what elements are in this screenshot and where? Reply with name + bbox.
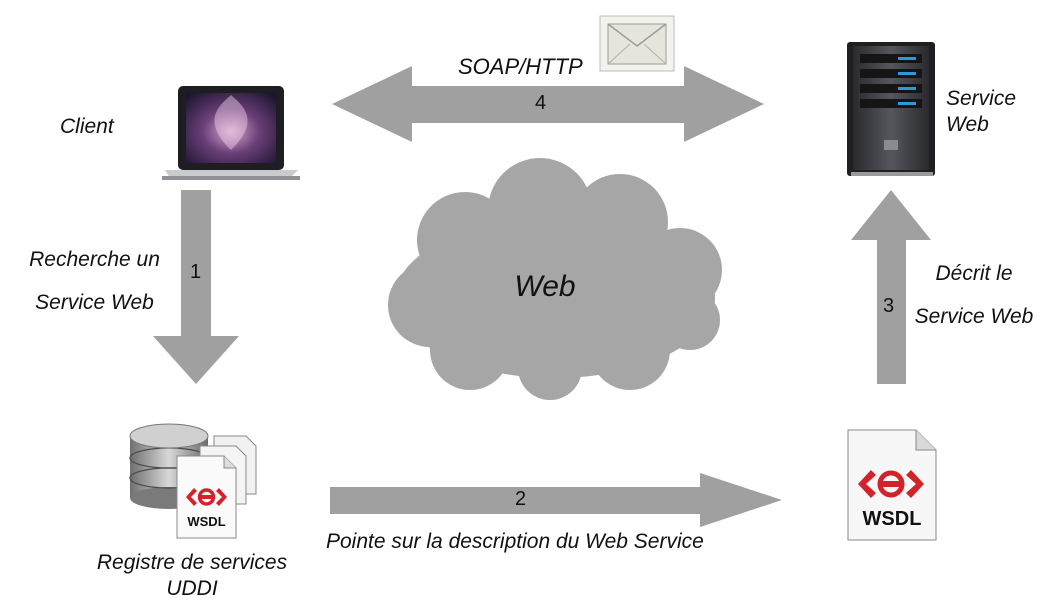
client-label: Client xyxy=(60,115,114,138)
web-cloud-icon xyxy=(388,158,722,400)
server-label-line2: Web xyxy=(946,113,989,137)
laptop-icon xyxy=(162,86,300,180)
soap-http-label: SOAP/HTTP xyxy=(458,54,583,79)
soap-http-arrow xyxy=(332,66,764,142)
search-label-line2: Service Web xyxy=(35,290,154,314)
search-arrow-number: 1 xyxy=(190,261,202,283)
describes-arrow-number: 3 xyxy=(883,295,895,317)
describes-arrow xyxy=(851,190,931,384)
wsdl-doc-text: WSDL xyxy=(862,508,922,530)
registry-label: Registre de services UDDI xyxy=(64,550,320,603)
search-label-line1: Recherche un xyxy=(29,248,160,271)
points-arrow-number: 2 xyxy=(515,488,527,510)
search-label: Recherche un Service Web xyxy=(12,244,177,319)
registry-label-line1: Registre de services xyxy=(96,551,288,574)
registry-label-line2: UDDI xyxy=(166,577,218,601)
describes-label-line1: Décrit le xyxy=(935,262,1013,285)
search-arrow xyxy=(153,190,239,384)
server-label: Service Web xyxy=(946,86,1016,139)
describes-label-line2: Service Web xyxy=(914,304,1034,328)
server-label-line1: Service xyxy=(946,87,1017,110)
server-tower-icon xyxy=(847,42,935,176)
describes-label: Décrit le Service Web xyxy=(904,258,1044,333)
registry-documents-icon xyxy=(176,435,257,539)
soap-arrow-number: 4 xyxy=(535,92,547,114)
cloud-label: Web xyxy=(514,270,576,303)
points-label: Pointe sur la description du Web Service xyxy=(326,530,704,553)
wsdl-document-icon xyxy=(847,429,937,541)
envelope-icon xyxy=(599,15,675,72)
points-arrow xyxy=(330,473,782,527)
registry-doc-text: WSDL xyxy=(187,514,226,529)
